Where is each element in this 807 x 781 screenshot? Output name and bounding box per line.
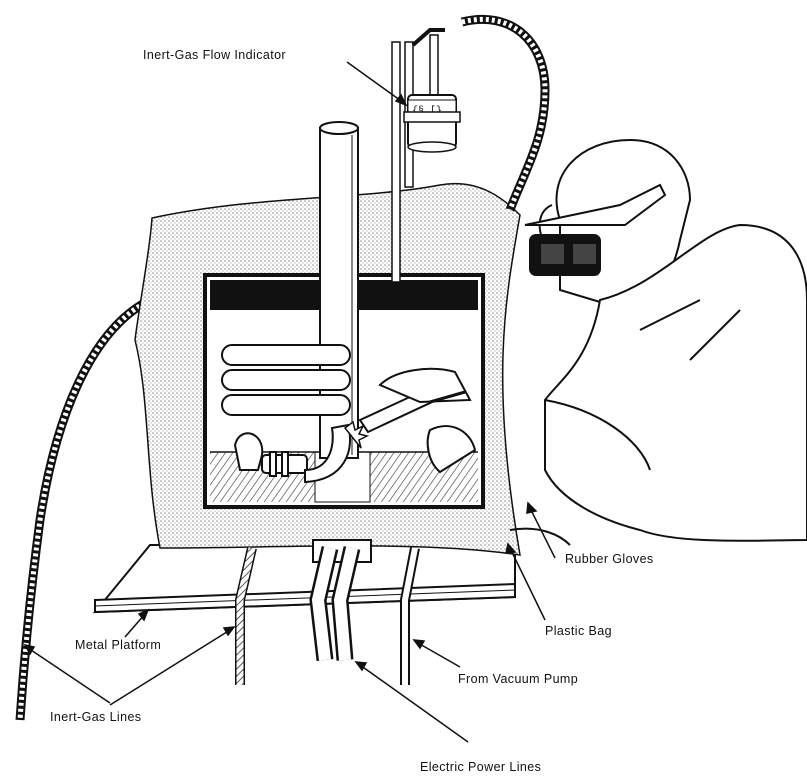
- label-inert-gas-lines: Inert-Gas Lines: [50, 710, 141, 724]
- vacuum-line: [405, 548, 415, 685]
- metal-platform: [95, 545, 515, 612]
- label-flow-indicator: Inert-Gas Flow Indicator: [143, 48, 286, 62]
- operator: [510, 140, 807, 545]
- label-rubber-gloves: Rubber Gloves: [565, 552, 654, 566]
- inert-gas-hose-top: [462, 19, 545, 210]
- inert-gas-hose-left: [20, 300, 150, 720]
- coil: [222, 345, 350, 482]
- label-vacuum-pump: From Vacuum Pump: [458, 672, 578, 686]
- label-power-lines: Electric Power Lines: [420, 760, 541, 774]
- label-plastic-bag: Plastic Bag: [545, 624, 612, 638]
- label-metal-platform: Metal Platform: [75, 638, 161, 652]
